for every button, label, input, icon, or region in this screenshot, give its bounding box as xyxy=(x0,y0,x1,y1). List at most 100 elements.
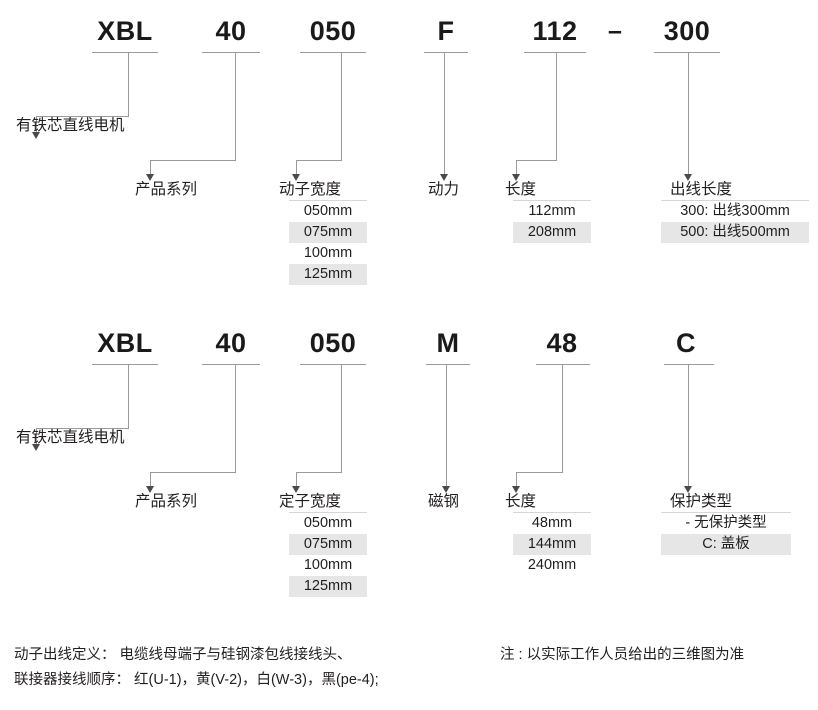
code-token: 300 xyxy=(663,16,711,46)
option-table: - 无保护类型 C: 盖板 xyxy=(661,512,791,597)
leader-line xyxy=(296,160,297,177)
code-token: M xyxy=(436,328,460,358)
leader-arrowhead xyxy=(684,486,692,493)
token-underline xyxy=(426,364,470,365)
leader-arrowhead xyxy=(684,174,692,181)
leader-line xyxy=(36,116,129,117)
token-underline xyxy=(300,364,366,365)
token-underline xyxy=(424,52,468,53)
leader-line xyxy=(516,472,517,489)
option-row[interactable]: 100mm xyxy=(289,243,367,264)
option-row[interactable]: 48mm xyxy=(513,513,591,534)
code-token: 050 xyxy=(309,328,357,358)
option-row-spacer xyxy=(513,243,591,264)
leader-line xyxy=(150,160,151,177)
leader-line xyxy=(444,52,445,174)
option-table: 050mm 075mm 100mm 125mm xyxy=(289,200,367,306)
field-label: 动子宽度 xyxy=(279,181,342,198)
option-table: 050mm 075mm 100mm 125mm xyxy=(289,512,367,597)
option-row[interactable]: 144mm xyxy=(513,534,591,555)
option-row[interactable]: - 无保护类型 xyxy=(661,513,791,534)
leader-line xyxy=(556,52,557,160)
leader-arrowhead xyxy=(32,444,40,451)
leader-line xyxy=(688,52,689,174)
field-label: 有铁芯直线电机 xyxy=(16,117,125,134)
option-row[interactable]: 240mm xyxy=(513,555,591,576)
option-row-spacer xyxy=(513,285,591,306)
leader-line xyxy=(150,160,236,161)
leader-line xyxy=(516,160,557,161)
code-token: 40 xyxy=(215,16,247,46)
naming-diagram-forcer: XBL 40 050 F 112 – 300 有铁芯直线电机 产品系列 动子宽度… xyxy=(0,0,818,310)
code-token: 050 xyxy=(309,16,357,46)
field-label: 动力 xyxy=(428,181,460,198)
option-row[interactable]: 075mm xyxy=(289,222,367,243)
code-token: XBL xyxy=(97,328,153,358)
code-token: 112 xyxy=(532,16,578,46)
leader-arrowhead xyxy=(146,486,154,493)
leader-line xyxy=(562,364,563,472)
option-row-spacer xyxy=(661,576,791,597)
footer-3d-note: 注 : 以实际工作人员给出的三维图为准 xyxy=(500,647,745,663)
naming-diagram-magnet: XBL 40 050 M 48 C 有铁芯直线电机 产品系列 定子宽度 磁钢 长… xyxy=(0,312,818,612)
option-row[interactable]: 075mm xyxy=(289,534,367,555)
leader-arrowhead xyxy=(292,486,300,493)
leader-line xyxy=(128,52,129,116)
option-row[interactable]: 125mm xyxy=(289,576,367,597)
field-label: 磁钢 xyxy=(428,493,460,510)
option-row[interactable]: 300: 出线300mm xyxy=(661,201,809,222)
code-token: F xyxy=(437,16,455,46)
leader-line xyxy=(36,428,37,447)
option-row[interactable]: 125mm xyxy=(289,264,367,285)
option-row-spacer xyxy=(661,285,809,306)
option-row-spacer xyxy=(289,285,367,306)
option-row[interactable]: 500: 出线500mm xyxy=(661,222,809,243)
token-underline xyxy=(664,364,714,365)
option-row[interactable]: 208mm xyxy=(513,222,591,243)
leader-arrowhead xyxy=(512,486,520,493)
option-row[interactable]: 100mm xyxy=(289,555,367,576)
leader-arrowhead xyxy=(146,174,154,181)
field-label: 保护类型 xyxy=(670,493,733,510)
code-token: C xyxy=(676,328,696,358)
option-row[interactable]: 050mm xyxy=(289,201,367,222)
token-underline xyxy=(524,52,586,53)
footer-line-2: 联接器接线顺序： 红(U-1)，黄(V-2)，白(W-3)，黑(pe-4); xyxy=(14,672,379,688)
leader-line xyxy=(516,472,563,473)
option-row[interactable]: 050mm xyxy=(289,513,367,534)
field-label: 产品系列 xyxy=(135,181,198,198)
leader-line xyxy=(296,472,297,489)
leader-line xyxy=(446,364,447,486)
token-underline xyxy=(536,364,590,365)
leader-line xyxy=(235,52,236,160)
leader-line xyxy=(235,364,236,472)
footer-line-1: 动子出线定义： 电缆线母端子与硅钢漆包线接线头、 xyxy=(14,647,352,663)
leader-line xyxy=(296,160,342,161)
option-row[interactable]: 112mm xyxy=(513,201,591,222)
leader-line xyxy=(36,116,37,135)
option-row-spacer xyxy=(513,576,591,597)
option-row-spacer xyxy=(661,264,809,285)
option-row-spacer xyxy=(661,243,809,264)
token-underline xyxy=(92,364,158,365)
field-label: 产品系列 xyxy=(135,493,198,510)
leader-line xyxy=(36,428,129,429)
token-underline xyxy=(202,52,260,53)
leader-arrowhead xyxy=(442,486,450,493)
leader-arrowhead xyxy=(292,174,300,181)
leader-line xyxy=(341,364,342,472)
option-row[interactable]: C: 盖板 xyxy=(661,534,791,555)
leader-line xyxy=(128,364,129,428)
leader-line xyxy=(341,52,342,160)
field-label: 长度 xyxy=(505,493,537,510)
field-label: 长度 xyxy=(505,181,537,198)
leader-arrowhead xyxy=(512,174,520,181)
code-separator-dash: – xyxy=(608,17,622,45)
option-table: 300: 出线300mm 500: 出线500mm xyxy=(661,200,809,306)
leader-line xyxy=(516,160,517,177)
token-underline xyxy=(92,52,158,53)
token-underline xyxy=(300,52,366,53)
option-row-spacer xyxy=(661,555,791,576)
footer-wiring-note: 动子出线定义： 电缆线母端子与硅钢漆包线接线头、 联接器接线顺序： 红(U-1)… xyxy=(14,643,379,693)
token-underline xyxy=(202,364,260,365)
